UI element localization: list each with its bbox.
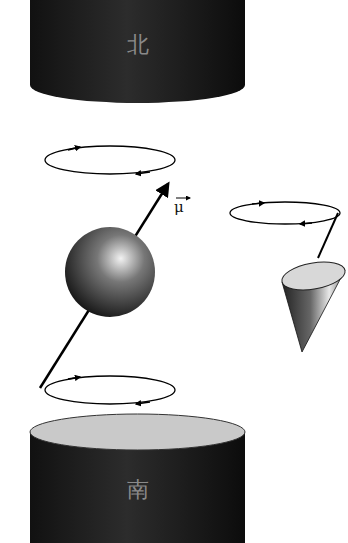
pole-label: 北 xyxy=(127,33,149,57)
rotation-arrow xyxy=(136,172,150,174)
north-magnet xyxy=(30,0,245,103)
particle-sphere xyxy=(65,227,155,317)
rotation-arrow xyxy=(68,377,80,379)
rotation-arrow xyxy=(68,147,80,150)
precession-circle xyxy=(45,160,175,174)
moment-arrow xyxy=(40,184,168,388)
south-magnet xyxy=(30,414,245,543)
precession-circle xyxy=(45,376,175,404)
pole-label: 南 xyxy=(127,478,149,502)
magnet-pole: 北 xyxy=(30,10,245,80)
spinning-top xyxy=(230,202,347,352)
rotation-arrow xyxy=(136,402,150,404)
moment-symbol: μ xyxy=(174,198,184,216)
precession-circle xyxy=(45,146,175,160)
magnet-pole: 南 xyxy=(30,455,245,525)
